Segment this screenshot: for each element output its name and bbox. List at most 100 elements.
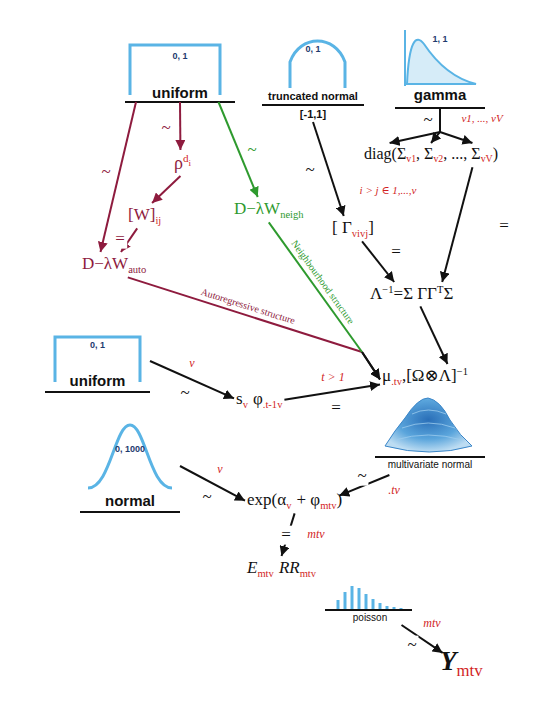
formula-text: ) — [337, 490, 343, 509]
formula-subscript: mtv — [457, 661, 483, 680]
connector — [313, 122, 344, 216]
connector — [284, 385, 380, 400]
arrow-branch — [440, 132, 472, 143]
auto-precision: D−λWauto — [80, 252, 148, 277]
formula-subscript: .tv — [391, 376, 402, 387]
distribution-name: uniform — [70, 372, 126, 389]
distribution-name: [-1,1] — [300, 108, 326, 120]
formula-text: D−λW — [234, 199, 280, 218]
diag-sigma: diag(Σv1, Σv2, ..., ΣvV) — [362, 143, 500, 167]
parameter-label: 1, 1 — [432, 34, 447, 44]
relation-symbol: ~ — [421, 111, 434, 130]
formula-subscript: vV — [481, 153, 493, 164]
connector — [152, 176, 180, 203]
formula-text: + φ — [296, 490, 320, 509]
formula-subscript: v1 — [406, 153, 416, 164]
formula-subscript: mtv — [320, 500, 336, 511]
distribution-name: normal — [105, 492, 155, 509]
relation-symbol: = — [497, 217, 511, 236]
relation-symbol: ~ — [355, 467, 368, 486]
arrow-line — [179, 102, 181, 150]
relation-symbol: ~ — [178, 384, 191, 403]
distribution-name: multivariate normal — [388, 459, 472, 470]
temporal-mean: svφ.t-1v — [234, 387, 284, 412]
gamma-matrix: [ Γvivj] — [330, 216, 376, 241]
distribution-name: uniform — [152, 84, 208, 101]
neigh-precision: D−λWneigh — [232, 197, 306, 222]
relation-symbol: ~ — [245, 141, 258, 160]
truncated-normal-icon — [290, 41, 345, 88]
gamma-axis — [404, 30, 406, 86]
formula-subscript: mtv — [257, 568, 273, 579]
formula-text: , Σ — [416, 145, 433, 162]
index-label: .tv — [386, 484, 402, 497]
weight-matrix: [W]ij — [126, 203, 163, 228]
formula-text: ] — [368, 218, 374, 237]
arrow-branch — [390, 132, 440, 143]
formula-text: [W] — [128, 205, 155, 224]
relation-symbol: = — [113, 230, 127, 249]
index-label: mtv — [305, 528, 326, 541]
formula-subscript: .t-1v — [263, 399, 283, 410]
distribution-name: gamma — [414, 86, 467, 103]
formula-text: [ Γ — [332, 218, 352, 237]
connector — [420, 306, 447, 364]
formula-superscript: −1 — [457, 366, 468, 377]
formula-subscript: mtv — [300, 568, 316, 579]
parameter-label: 0, 1 — [172, 51, 187, 61]
index-label: i > j ∈ 1,...,v — [358, 184, 419, 196]
truncated-normal-prior: 0, 1truncated normal[-1,1] — [258, 30, 368, 122]
index-label: v1, ..., vV — [459, 112, 504, 124]
multivariate-normal: multivariate normal — [372, 395, 488, 475]
formula-text: ,[Ω⊗Λ] — [402, 366, 457, 385]
relation-symbol: = — [279, 526, 293, 545]
formula-subscript: auto — [128, 264, 146, 275]
index-label: mtv — [421, 617, 442, 630]
formula-text: D−λW — [82, 254, 128, 273]
formula-text: exp(α — [247, 490, 286, 509]
formula-text: Λ — [370, 284, 382, 303]
arrow-line — [420, 306, 447, 364]
parameter-label: 0, 1 — [90, 340, 105, 350]
distribution-baseline — [325, 609, 412, 611]
distribution-baseline — [375, 456, 485, 458]
formula-text: φ — [253, 389, 263, 408]
formula-superscript: i — [189, 158, 192, 168]
relation-symbol: = — [389, 243, 403, 262]
merged-arrow — [362, 352, 380, 379]
relation-symbol: ~ — [99, 163, 112, 182]
formula-text: , ..., Σ — [443, 145, 480, 162]
relative-risk-formula: exp(αv+ φmtv) — [245, 488, 344, 513]
relation-symbol: = — [329, 399, 343, 418]
index-label: t > 1 — [319, 371, 346, 384]
formula-text: μ — [382, 366, 391, 385]
formula-text: =Σ ΓΓ — [394, 284, 437, 303]
uniform-prior: 0, 1 uniform — [125, 40, 235, 102]
arrow-line — [313, 122, 344, 216]
surface-grid — [395, 410, 462, 440]
formula-superscript: d — [183, 152, 189, 164]
distribution-baseline — [262, 104, 364, 106]
relation-symbol: ~ — [159, 119, 172, 138]
poisson-bars — [338, 586, 401, 609]
arrow-line — [152, 176, 180, 203]
normal-density-icon — [88, 425, 172, 488]
formula-superscript: T — [437, 284, 443, 295]
relation-symbol: ~ — [303, 161, 316, 180]
connector — [442, 167, 472, 282]
merged-arrow — [362, 352, 380, 379]
formula-subscript: ij — [155, 215, 161, 226]
structure-label: Autoregressive structure — [197, 285, 298, 326]
formula-text: ρ — [174, 153, 183, 173]
formula-text: Σ — [443, 284, 453, 303]
formula-superscript: −1 — [382, 284, 393, 295]
formula-text: RR — [279, 558, 300, 577]
distribution-baseline — [45, 391, 150, 393]
multivariate-normal-surface — [385, 398, 472, 452]
lambda-inverse: Λ−1=Σ ΓΓTΣ — [368, 282, 455, 306]
distribution-baseline — [80, 511, 180, 513]
